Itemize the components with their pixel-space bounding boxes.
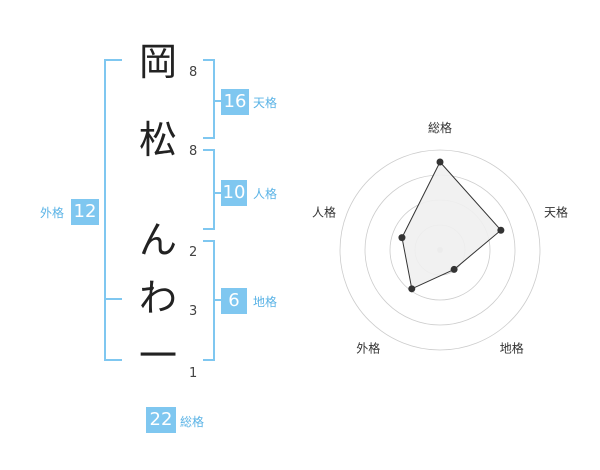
name-char-2: 松 [138, 118, 177, 162]
name-char-1: 岡 [138, 40, 177, 84]
soukaku-label: 総格 [180, 415, 205, 429]
radar-axis-label: 地格 [500, 341, 524, 356]
soukaku-value: 22 [146, 407, 176, 433]
radar-ring [339, 149, 541, 351]
gaikaku-bracket [104, 59, 122, 361]
tenkaku-label: 天格 [253, 96, 278, 110]
jinkaku-bracket-tick [215, 192, 221, 194]
tenkaku-value: 16 [221, 89, 249, 115]
stroke-count-3: 2 [189, 245, 198, 260]
tenkaku-bracket-tick [215, 100, 221, 102]
jinkaku-label: 人格 [253, 187, 278, 201]
radar-axis-label: 外格 [356, 341, 380, 356]
chikaku-bracket [203, 240, 215, 361]
radar-axis-label: 天格 [544, 204, 568, 219]
tenkaku-bracket [203, 59, 215, 139]
gaikaku-label: 外格 [40, 206, 65, 220]
jinkaku-bracket [203, 149, 215, 230]
stroke-count-2: 8 [189, 144, 198, 159]
stroke-count-4: 3 [189, 304, 198, 319]
radar-point [408, 285, 416, 293]
radar-point [398, 234, 406, 242]
radar-point [436, 158, 444, 166]
radar-axis-label: 人格 [312, 204, 336, 219]
name-char-3: ん [138, 218, 177, 262]
chikaku-value: 6 [221, 288, 247, 314]
stroke-count-5: 1 [189, 366, 198, 381]
chikaku-bracket-tick [215, 299, 221, 301]
radar-axis-label: 総格 [428, 120, 452, 135]
jinkaku-value: 10 [221, 180, 247, 206]
radar-point [450, 265, 458, 273]
gaikaku-value: 12 [71, 199, 99, 225]
radar-point [497, 226, 505, 234]
radar-points [398, 158, 505, 293]
stroke-count-1: 8 [189, 65, 198, 80]
radar-area [401, 161, 502, 290]
chikaku-label: 地格 [253, 295, 278, 309]
name-char-5: 一 [138, 334, 177, 378]
name-char-4: わ [138, 276, 177, 320]
gaikaku-bracket-mid-tick [104, 298, 122, 300]
